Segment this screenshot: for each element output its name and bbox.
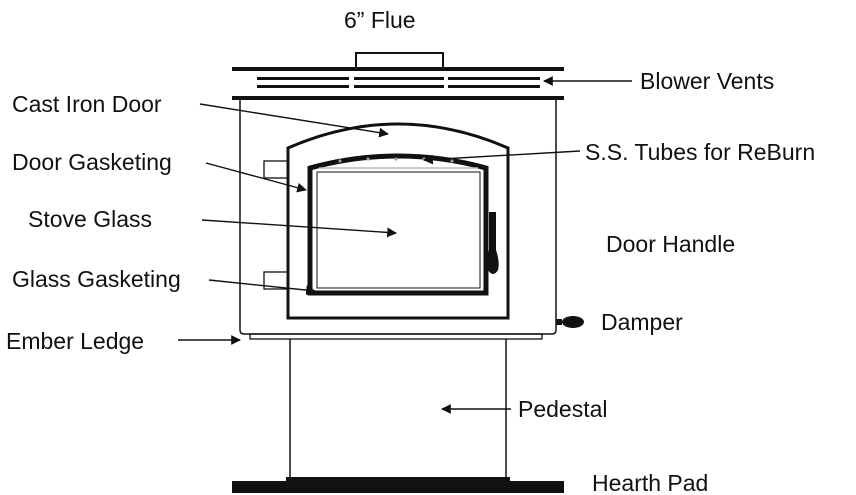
lower-top-plate	[232, 96, 564, 100]
arrow-ss-tubes	[423, 150, 581, 165]
label-pedestal: Pedestal	[518, 396, 608, 422]
damper-stem	[556, 319, 562, 325]
hearth-pad	[232, 481, 564, 493]
glass-frame	[307, 153, 489, 296]
label-glass-gasketing: Glass Gasketing	[12, 266, 181, 292]
label-door-handle: Door Handle	[606, 231, 735, 257]
labels: 6” Flue Blower Vents Cast Iron Door S.S.…	[6, 7, 815, 495]
label-door-gasketing: Door Gasketing	[12, 149, 172, 175]
door-handle	[487, 212, 499, 274]
label-cast-iron-door: Cast Iron Door	[12, 91, 162, 117]
label-damper: Damper	[601, 309, 683, 335]
label-blower-vents: Blower Vents	[640, 68, 774, 94]
top-plate	[232, 67, 564, 71]
blower-vent-slots	[257, 77, 540, 88]
label-ember-ledge: Ember Ledge	[6, 328, 144, 354]
label-flue: 6” Flue	[344, 7, 416, 33]
label-stove-glass: Stove Glass	[28, 206, 152, 232]
arrow-stove-glass	[201, 219, 397, 238]
label-ss-tubes: S.S. Tubes for ReBurn	[585, 139, 815, 165]
arrow-door-gasketing	[205, 162, 307, 193]
leader-arrows	[178, 76, 632, 414]
hinge-top	[263, 160, 289, 179]
pedestal-base	[286, 477, 510, 482]
flue-collar	[355, 52, 444, 70]
arrow-cast-iron-door	[199, 103, 389, 138]
stove-glass	[316, 171, 481, 289]
ember-ledge	[249, 333, 543, 340]
stove-illustration	[232, 52, 584, 493]
door-outer	[286, 122, 510, 320]
damper-knob	[562, 316, 584, 328]
label-hearth-pad: Hearth Pad	[592, 470, 708, 495]
arrow-glass-gasketing	[208, 279, 316, 295]
